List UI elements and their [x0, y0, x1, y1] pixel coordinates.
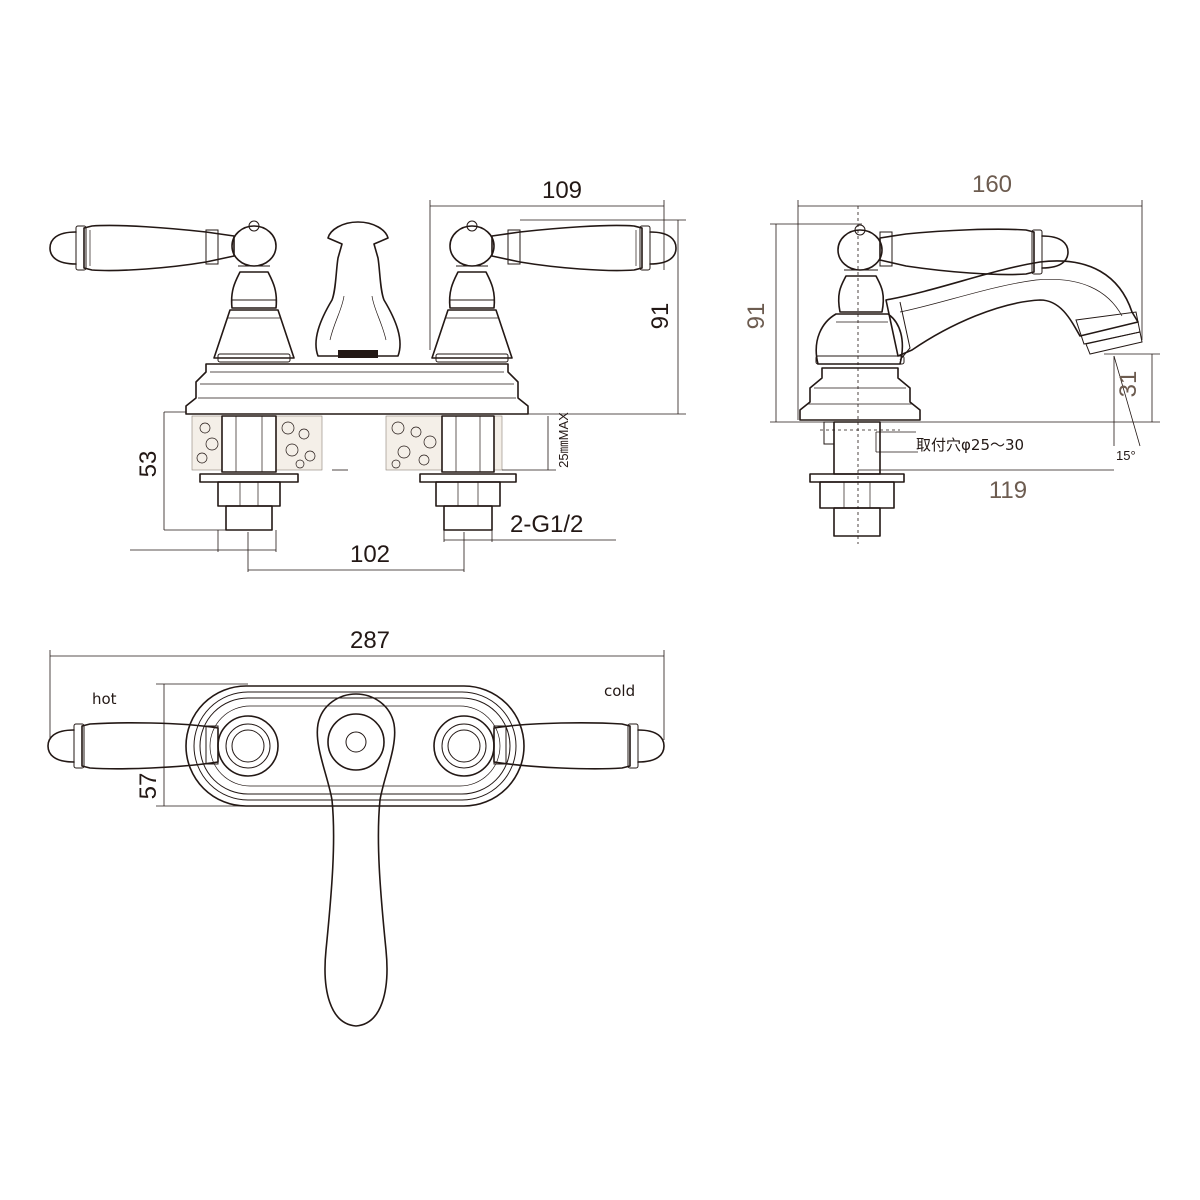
- counter-section: [191, 415, 503, 471]
- left-shank: [199, 415, 299, 531]
- front-dimensions: [130, 200, 686, 572]
- label-cold: cold: [604, 682, 635, 700]
- side-view: [770, 200, 1160, 544]
- spout-angle: 15°: [1116, 448, 1136, 463]
- dim-under-deck: 53: [135, 451, 162, 478]
- dim-counter-max: 25㎜MAX: [556, 412, 571, 468]
- right-shank: [419, 415, 517, 531]
- dim-spout-height: 31: [1115, 371, 1142, 398]
- dim-centers: 102: [350, 541, 390, 568]
- dim-spout-reach: 119: [989, 477, 1027, 504]
- label-hot: hot: [92, 690, 117, 708]
- dim-overall-width: 287: [350, 627, 390, 654]
- mount-hole-note: 取付穴φ25～30: [916, 436, 1024, 454]
- dim-overall-length: 160: [972, 171, 1012, 198]
- left-handle-assembly: [49, 220, 295, 363]
- right-handle-assembly: [431, 220, 677, 363]
- dim-handle-reach: 109: [542, 177, 582, 204]
- dim-thread: 2-G1/2: [510, 511, 583, 538]
- top-view: [47, 650, 665, 1027]
- deck-base: [185, 363, 529, 415]
- front-view: 109 91 53 25㎜MAX 102 2-G1/2: [49, 177, 686, 572]
- dim-overall-height-front: 91: [647, 303, 674, 330]
- center-spout: [315, 221, 401, 358]
- dim-depth: 57: [135, 773, 162, 800]
- dim-height-side: 91: [743, 303, 770, 330]
